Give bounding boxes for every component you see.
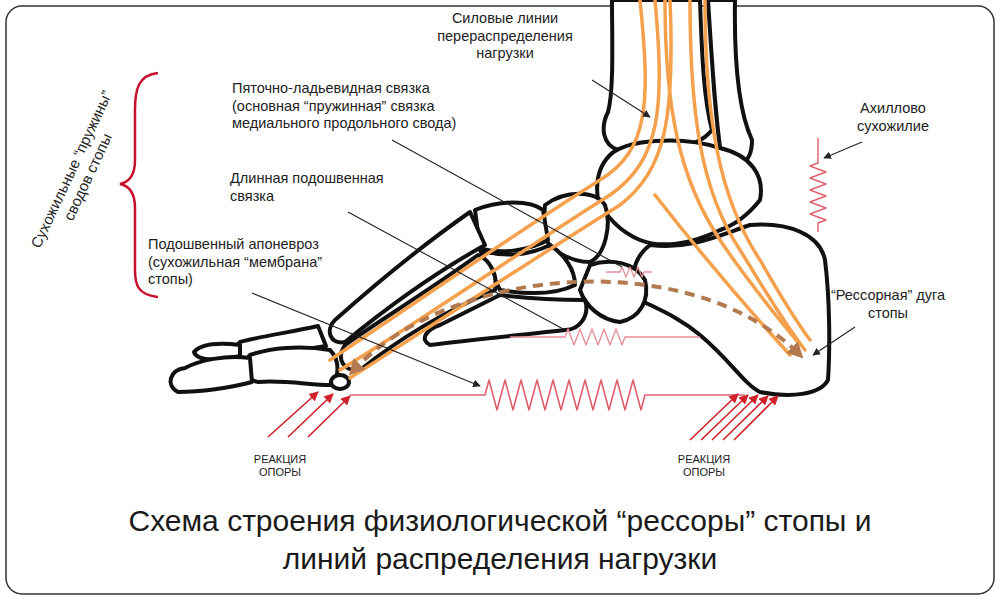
force-label: РЕАКЦИЯ ОПОРЫ [664,453,744,480]
reaction-arrow [734,396,778,440]
plantar-ligament-spring [510,329,700,345]
callout-label: Подошвенный апоневроз (сухожильная “мемб… [148,236,336,289]
force-line [340,0,659,370]
spring-arc [352,282,800,372]
phalanx-bone [171,357,252,392]
reaction-arrow [308,396,350,437]
callout-label: Ахиллово сухожилие [838,100,948,135]
leader-line [392,140,622,267]
reaction-arrows [268,392,778,440]
achilles-spring [810,138,826,232]
callout-label: Длинная подошвенная связка [230,170,400,205]
aponeurosis-spring [350,380,745,410]
talus-bone [597,141,761,245]
leader-line [348,212,565,330]
callout-label: Силовые линии перераспределения нагрузки [415,10,595,63]
leader-line [813,327,855,355]
caption: Схема строения физиологической “рессоры”… [110,502,890,578]
sesamoid-bone [331,375,349,389]
reaction-arrow [288,394,333,437]
frame [6,6,994,594]
leader-line [592,80,650,117]
ligament-springs [350,138,826,410]
calcaneus-bone [633,225,829,395]
phalanx-bone [245,348,338,385]
bones [171,0,830,395]
callout-label: “Рессорная” дуга стопы [828,287,948,322]
reaction-arrow [712,395,758,440]
force-line [350,0,671,378]
reaction-arrow [723,396,768,440]
spring-ligament-spring [606,267,652,277]
force-label: РЕАКЦИЯ ОПОРЫ [240,453,320,480]
force-line [705,0,810,340]
callout-label: Пяточно-ладьевидная связка (основная “пр… [232,80,490,133]
leader-line [252,293,480,386]
force-lines [330,0,810,378]
leader-line [824,142,862,158]
